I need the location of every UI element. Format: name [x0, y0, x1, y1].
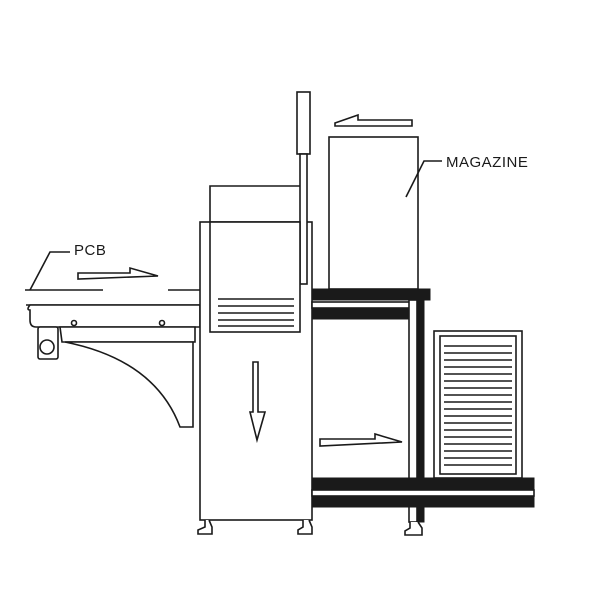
filled-magazine-inner: [439, 335, 517, 475]
magazine-frame: [311, 288, 535, 536]
magazine-leader-line: [405, 160, 442, 198]
magazine-box: [328, 136, 419, 290]
pcb-leader-line: [29, 251, 70, 291]
upper-shelf-bar: [311, 308, 413, 320]
magazine-full: [433, 330, 523, 479]
lower-shelf: [311, 477, 535, 490]
carriage-slots: [218, 298, 294, 327]
unloader-housing: [197, 91, 313, 535]
lift-rod: [299, 153, 308, 285]
lower-shelf-bar: [311, 496, 535, 508]
conveyor-bolt: [158, 319, 166, 327]
conveyor-rail: [27, 304, 201, 328]
right-arrow-icon: [319, 432, 403, 447]
lower-shelf-rail: [311, 489, 535, 497]
curved-support: [64, 341, 194, 428]
magazine-label: MAGAZINE: [446, 154, 529, 171]
pcb-arrow-icon: [77, 266, 159, 280]
bracket-plate: [59, 326, 196, 343]
top-cover: [209, 185, 300, 222]
down-arrow-icon: [248, 361, 267, 444]
upper-shelf-rail: [311, 301, 413, 309]
inner-carriage: [209, 221, 301, 333]
pcb-label: PCB: [74, 242, 107, 259]
housing-foot: [197, 519, 213, 535]
magazine-empty: [328, 113, 442, 290]
lift-rod-handle: [296, 91, 311, 155]
frame-post-dark: [417, 299, 425, 523]
upper-shelf: [311, 288, 431, 301]
left-arrow-icon: [334, 113, 413, 127]
housing-foot: [297, 519, 313, 535]
filled-magazine-slots: [444, 345, 512, 466]
frame-foot: [404, 521, 423, 536]
conveyor-bolt: [70, 319, 78, 327]
motor-wheel: [39, 339, 55, 355]
